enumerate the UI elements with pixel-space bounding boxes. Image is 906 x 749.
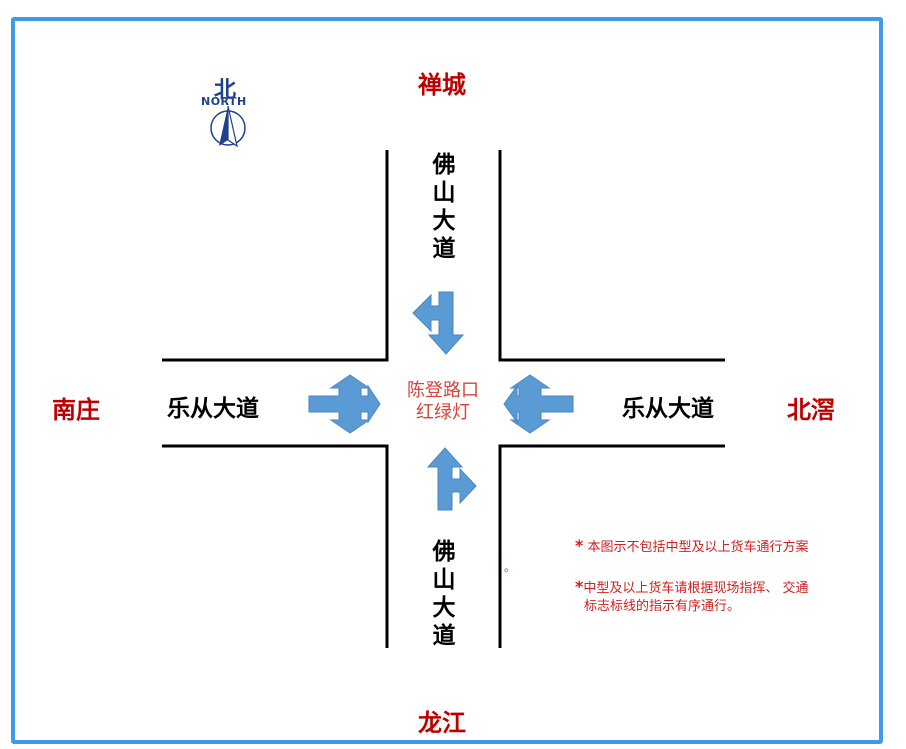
road-char: 道: [432, 236, 456, 262]
arrow-east-approach-icon: [503, 374, 574, 434]
place-west: 南庄: [52, 396, 100, 424]
road-char: 山: [432, 567, 456, 593]
arrow-north-approach-icon: [412, 291, 465, 355]
road-char: 佛: [432, 152, 456, 178]
intersection-label: 陈登路口 红绿灯: [401, 380, 485, 424]
note-1-text: 本图示不包括中型及以上货车通行方案: [587, 540, 809, 555]
place-north: 禅城: [418, 71, 466, 99]
place-east: 北滘: [787, 396, 835, 424]
road-char: 山: [432, 180, 456, 206]
road-char: 佛: [432, 539, 456, 565]
stray-mark: 。: [504, 561, 515, 574]
road-char: 大: [432, 208, 456, 234]
arrow-west-approach-icon: [308, 374, 381, 434]
note-star: *: [575, 536, 584, 555]
road-edges: [162, 150, 725, 648]
compass-icon: [210, 105, 246, 148]
compass-label: NORTH: [201, 95, 247, 108]
note-1: * 本图示不包括中型及以上货车通行方案: [575, 537, 809, 557]
compass-char: 北: [214, 78, 237, 103]
note-2: *中型及以上货车请根据现场指挥、 交通 标志标线的指示有序通行。: [575, 578, 809, 616]
road-label-west: 乐从大道: [167, 396, 259, 422]
intersection-name: 陈登路口: [407, 380, 479, 401]
note-2-line-1: 中型及以上货车请根据现场指挥、 交通: [583, 581, 809, 596]
place-south: 龙江: [418, 709, 466, 737]
map-frame: [11, 17, 883, 744]
note-star: *: [575, 577, 584, 596]
road-edge-ne: [498, 150, 725, 362]
arrow-south-approach-icon: [426, 447, 477, 511]
note-2-line-2: 标志标线的指示有序通行。: [584, 599, 741, 614]
road-edge-sw: [162, 444, 389, 648]
road-label-south: 佛 山 大 道: [431, 538, 457, 650]
road-label-north: 佛 山 大 道: [431, 151, 457, 263]
road-edge-nw: [162, 150, 389, 362]
road-char: 大: [432, 595, 456, 621]
road-char: 道: [432, 623, 456, 649]
road-edge-se: [498, 444, 725, 648]
road-label-east: 乐从大道: [622, 396, 714, 422]
intersection-signal: 红绿灯: [416, 402, 470, 423]
